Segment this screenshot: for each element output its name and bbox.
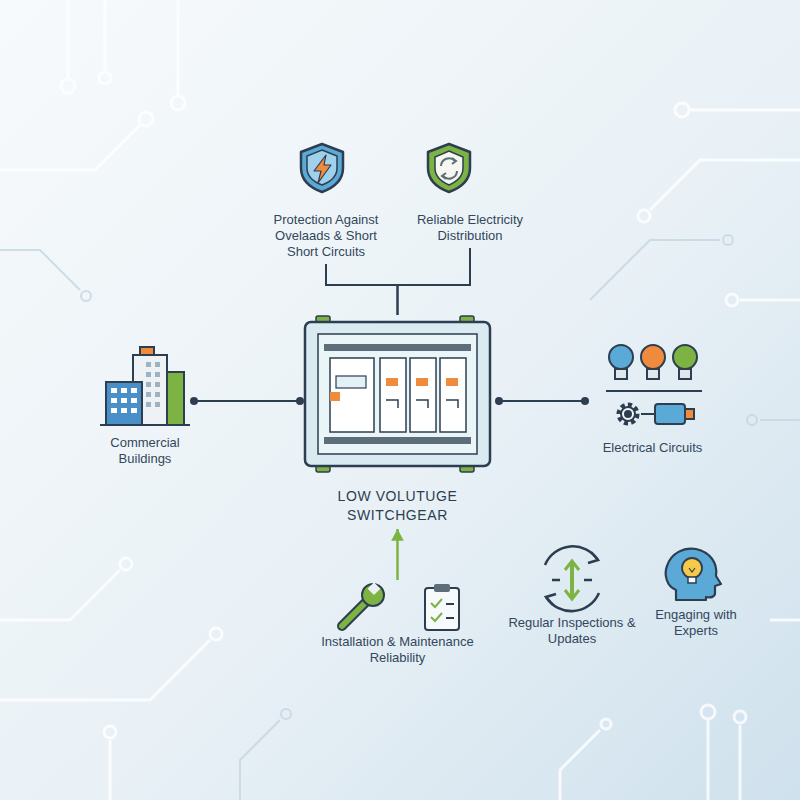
circuit-icons bbox=[606, 345, 702, 424]
connector-line bbox=[194, 400, 300, 402]
unit-title: LOW VOLUTUGE SWITCHGEAR bbox=[315, 487, 480, 525]
connector-dot bbox=[190, 397, 198, 405]
item-label: Regular Inspections & Updates bbox=[507, 615, 637, 647]
expert-icon bbox=[666, 549, 721, 600]
building-item: Commercial Buildings bbox=[100, 340, 190, 467]
item-label: Protection Against Ovelaads & Short Shor… bbox=[261, 212, 391, 260]
connector-dot bbox=[495, 397, 503, 405]
connector-line bbox=[499, 400, 585, 402]
item-label: Installation & Maintenance Reliability bbox=[305, 634, 490, 666]
maintenance-item: Installation & Maintenance Reliability bbox=[305, 582, 490, 666]
circuit-item: Electrical Circuits bbox=[585, 338, 720, 456]
item-label: Reliable Electricity Distribution bbox=[405, 212, 535, 244]
switchgear-unit: LOW VOLUTUGE SWITCHGEAR bbox=[300, 315, 495, 525]
item-label: Engaging with Experts bbox=[646, 607, 746, 639]
connector-dot bbox=[581, 397, 589, 405]
arrow-head bbox=[391, 529, 404, 541]
feature-item: Reliable Electricity Distribution bbox=[405, 140, 535, 244]
inspection-item: Regular Inspections & Updates bbox=[507, 543, 637, 647]
item-label: Commercial Buildings bbox=[100, 435, 190, 467]
connector-line bbox=[326, 264, 398, 315]
shield-icon bbox=[301, 144, 343, 192]
connector-dot bbox=[296, 397, 304, 405]
circuit-traces bbox=[0, 235, 800, 800]
shield-icon bbox=[428, 144, 470, 192]
expert-item: Engaging with Experts bbox=[646, 545, 746, 639]
cycle-icon bbox=[545, 546, 599, 611]
feature-item: Protection Against Ovelaads & Short Shor… bbox=[261, 140, 391, 260]
tools-icon bbox=[342, 582, 459, 630]
item-label: Electrical Circuits bbox=[585, 440, 720, 456]
buildings-icon bbox=[100, 347, 190, 425]
switchgear-icon bbox=[305, 316, 490, 472]
connector-line bbox=[398, 248, 471, 315]
